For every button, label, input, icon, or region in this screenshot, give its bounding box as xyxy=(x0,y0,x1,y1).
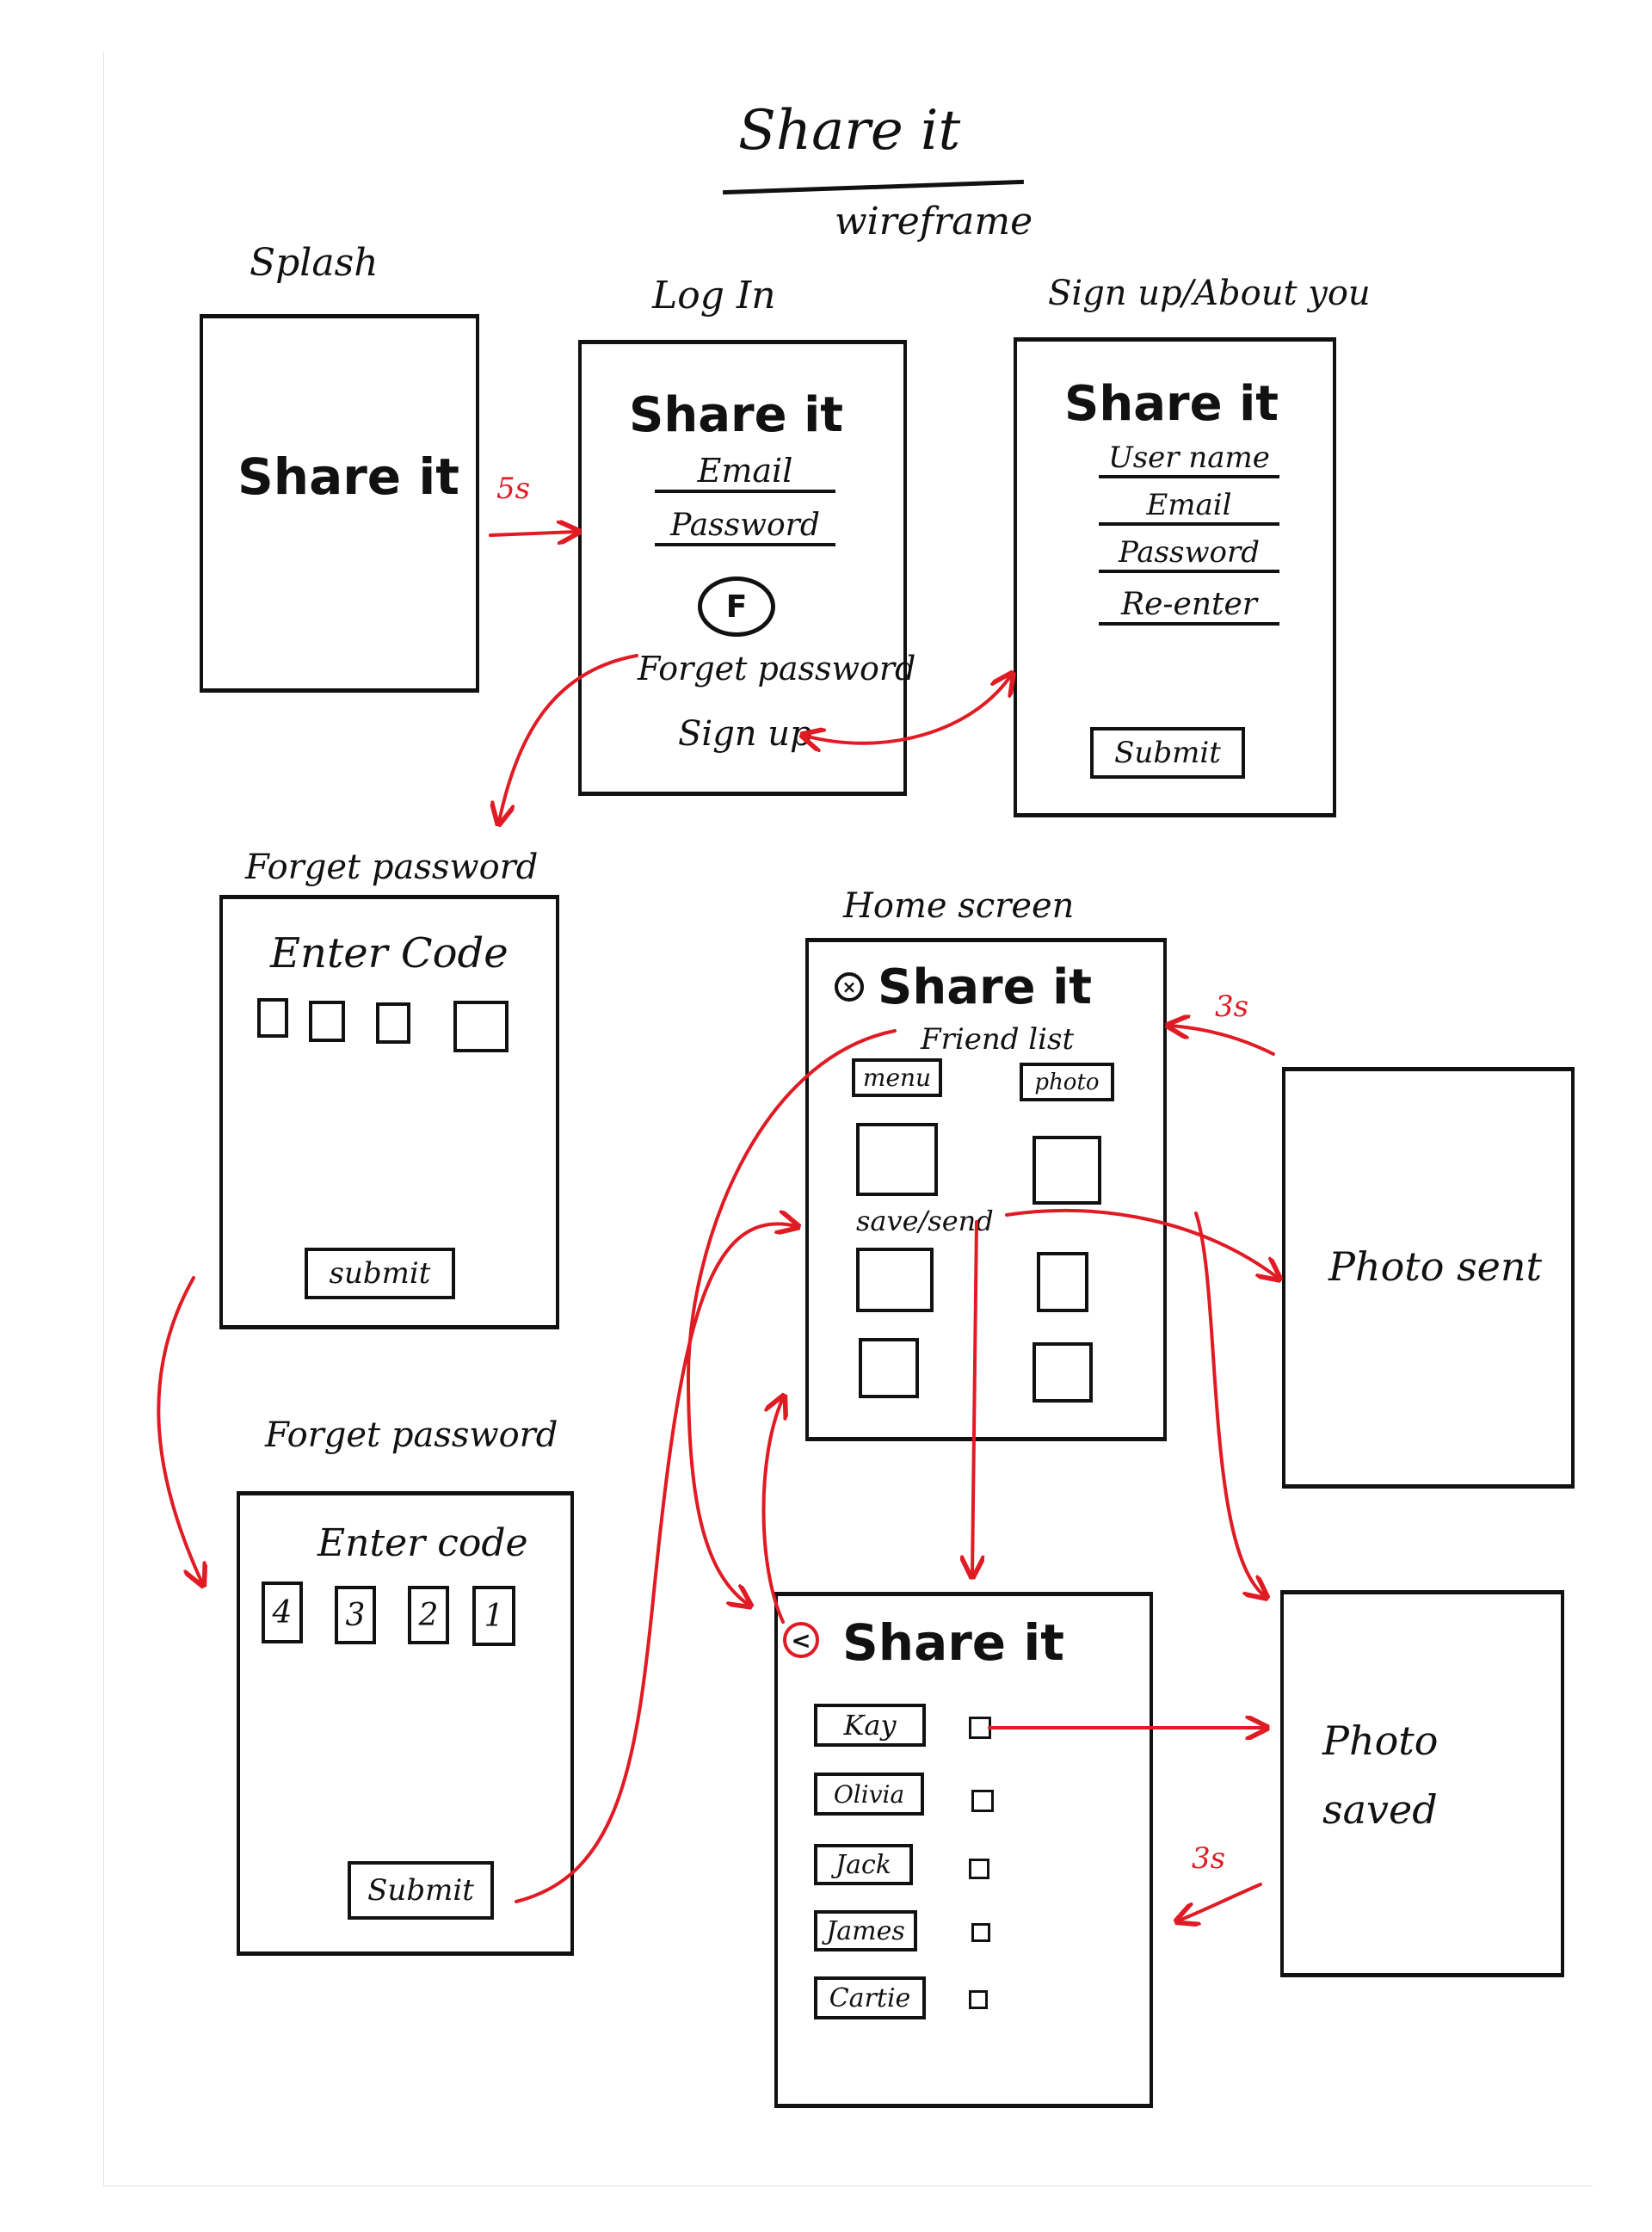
signup-label: Sign up/About you xyxy=(1048,274,1371,313)
code-digit-3[interactable]: 3 xyxy=(335,1586,376,1644)
back-chevron-left-icon[interactable]: < xyxy=(783,1622,819,1658)
friend-name-jack: Jack xyxy=(814,1844,913,1885)
reenter-password-field[interactable]: Re-enter xyxy=(1099,587,1279,626)
code-digit-2[interactable]: 2 xyxy=(408,1586,449,1644)
forget-password-screen-2: Enter code 4 3 2 1 Submit xyxy=(237,1491,574,1956)
signup-submit-button[interactable]: Submit xyxy=(1090,727,1245,779)
home-screen-label: Home screen xyxy=(843,886,1075,926)
forget-password-label-1: Forget password xyxy=(245,848,539,887)
friend-list-screen: < Share it Kay Olivia Jack James Cartie xyxy=(774,1592,1153,2108)
friend-checkbox-cartie[interactable] xyxy=(969,1990,988,2009)
friend-list-link[interactable]: Friend list xyxy=(921,1022,1075,1057)
login-label: Log In xyxy=(652,274,776,318)
timing-splash-login: 5s xyxy=(496,472,531,506)
friend-checkbox-jack[interactable] xyxy=(969,1859,989,1879)
photo-saved-text: Photo saved xyxy=(1322,1717,1439,1833)
code-box-3[interactable] xyxy=(376,1002,410,1044)
enter-code-heading: Enter Code xyxy=(270,929,509,977)
friend-checkbox-james[interactable] xyxy=(971,1923,990,1942)
signup-password-field[interactable]: Password xyxy=(1099,535,1279,573)
page-title: Share it xyxy=(738,99,961,163)
friend-name-olivia: Olivia xyxy=(814,1773,924,1816)
photo-thumb-4[interactable] xyxy=(1037,1252,1088,1312)
photo-sent-text: Photo sent xyxy=(1328,1243,1543,1290)
friend-name-kay: Kay xyxy=(814,1704,926,1747)
forget-submit-button-2[interactable]: Submit xyxy=(348,1861,494,1920)
friends-brand: Share it xyxy=(842,1613,1064,1672)
photo-button[interactable]: photo xyxy=(1020,1063,1114,1101)
signup-email-field[interactable]: Email xyxy=(1099,488,1279,526)
facebook-icon: F xyxy=(725,589,748,625)
username-field[interactable]: User name xyxy=(1099,441,1279,478)
enter-code-heading-2: Enter code xyxy=(317,1521,528,1565)
timing-saved-back: 3s xyxy=(1192,1841,1226,1876)
forget-password-link[interactable]: Forget password xyxy=(638,650,916,687)
email-field[interactable]: Email xyxy=(655,452,835,493)
settings-gear-icon[interactable]: × xyxy=(835,972,864,1002)
friend-checkbox-kay[interactable] xyxy=(969,1717,991,1739)
home-screen: × Share it Friend list menu photo save/s… xyxy=(805,938,1167,1441)
code-box-2[interactable] xyxy=(309,1001,345,1042)
menu-button[interactable]: menu xyxy=(852,1058,942,1097)
photo-sent-screen: Photo sent xyxy=(1282,1067,1575,1489)
timing-sent-home: 3s xyxy=(1215,990,1249,1024)
splash-screen: Share it xyxy=(200,314,479,693)
forget-password-label-2: Forget password xyxy=(265,1415,558,1455)
code-box-1[interactable] xyxy=(257,998,288,1038)
signup-brand: Share it xyxy=(1064,376,1279,432)
code-digit-1[interactable]: 1 xyxy=(472,1586,515,1646)
photo-saved-screen: Photo saved xyxy=(1280,1590,1564,1977)
code-digit-4[interactable]: 4 xyxy=(262,1582,303,1643)
page-subtitle: wireframe xyxy=(835,200,1033,244)
login-brand: Share it xyxy=(629,387,844,443)
friend-name-james: James xyxy=(814,1910,917,1951)
photo-thumb-3[interactable] xyxy=(856,1248,934,1312)
friend-name-cartie: Cartie xyxy=(814,1976,926,2019)
sign-up-link[interactable]: Sign up xyxy=(678,714,812,754)
paper-edge xyxy=(103,52,1593,2186)
photo-thumb-1[interactable] xyxy=(856,1123,938,1196)
facebook-login-button[interactable]: F xyxy=(698,576,775,637)
password-field[interactable]: Password xyxy=(655,508,835,546)
photo-thumb-6[interactable] xyxy=(1032,1342,1093,1403)
code-box-4[interactable] xyxy=(453,1001,509,1052)
forget-password-screen-1: Enter Code submit xyxy=(219,895,559,1329)
photo-thumb-2[interactable] xyxy=(1032,1136,1101,1205)
splash-brand: Share it xyxy=(237,447,459,506)
signup-screen: Share it User name Email Password Re-ent… xyxy=(1014,337,1336,817)
photo-thumb-5[interactable] xyxy=(859,1338,919,1398)
splash-label: Splash xyxy=(250,241,379,285)
forget-submit-button-1[interactable]: submit xyxy=(305,1248,455,1299)
save-send-action[interactable]: save/send xyxy=(856,1205,994,1237)
friend-checkbox-olivia[interactable] xyxy=(971,1790,994,1812)
login-screen: Share it Email Password F Forget passwor… xyxy=(578,340,915,796)
home-brand: Share it xyxy=(878,959,1093,1015)
